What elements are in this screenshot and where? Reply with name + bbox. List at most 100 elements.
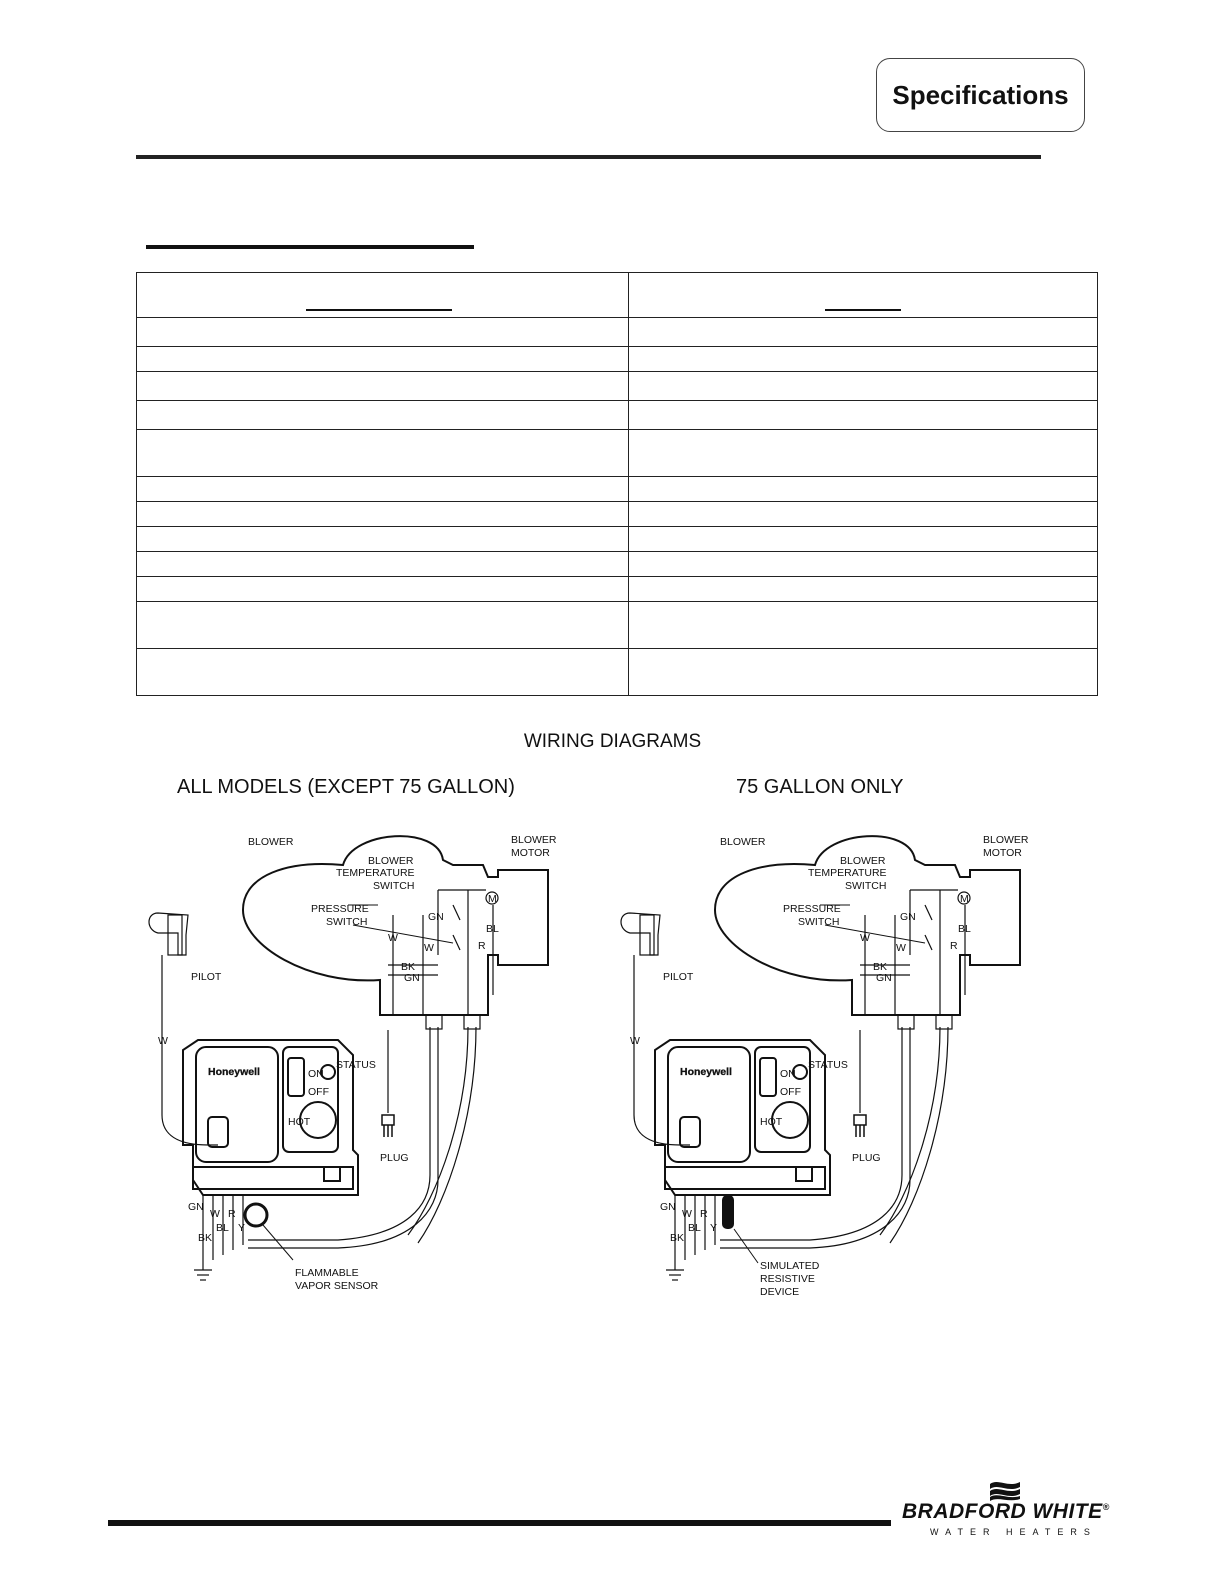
table-header-cell-right — [628, 272, 1098, 318]
wire-r-bottom: R — [228, 1208, 236, 1220]
off-label: OFF — [780, 1086, 801, 1098]
table-cell-value — [628, 346, 1098, 372]
wire-y-bottom: Y — [238, 1222, 245, 1234]
vapor-sensor-label-2: VAPOR SENSOR — [295, 1280, 379, 1292]
on-label: ON — [780, 1068, 796, 1080]
table-cell-value — [628, 648, 1098, 696]
bradford-white-logo: BRADFORD WHITE® WATER HEATERS — [902, 1478, 1112, 1542]
table-header-row — [136, 272, 1098, 318]
table-row — [136, 526, 1098, 552]
table-row — [136, 576, 1098, 602]
header-rule — [136, 155, 1041, 159]
status-label: STATUS — [336, 1059, 376, 1071]
wire-bl-bottom: BL — [688, 1222, 701, 1234]
wire-bl-top: BL — [958, 923, 971, 935]
hot-label: HOT — [288, 1116, 311, 1128]
wire-gn-mid: GN — [876, 972, 892, 984]
temp-switch-label-1: BLOWER — [840, 855, 886, 867]
on-label: ON — [308, 1068, 324, 1080]
wire-y-bottom: Y — [710, 1222, 717, 1234]
table-row — [136, 429, 1098, 477]
wire-gn-top: GN — [428, 911, 444, 923]
specifications-table — [136, 272, 1098, 696]
table-cell-spec — [136, 501, 629, 527]
wire-gn-mid: GN — [404, 972, 420, 984]
resistive-device-label-3: DEVICE — [760, 1286, 799, 1298]
wire-w-bottom: W — [210, 1208, 220, 1220]
blower-label: BLOWER — [248, 836, 294, 848]
table-cell-value — [628, 526, 1098, 552]
pilot-label: PILOT — [663, 971, 694, 983]
honeywell-label: Honeywell — [680, 1066, 732, 1078]
table-cell-value — [628, 576, 1098, 602]
wire-w-top: W — [388, 932, 398, 944]
table-cell-spec — [136, 371, 629, 401]
hot-label: HOT — [760, 1116, 783, 1128]
wire-bl-top: BL — [486, 923, 499, 935]
table-row — [136, 317, 1098, 347]
table-cell-spec — [136, 526, 629, 552]
wire-gn-bottom: GN — [660, 1201, 676, 1213]
table-row — [136, 371, 1098, 401]
table-row — [136, 346, 1098, 372]
wiring-diagrams-title: WIRING DIAGRAMS — [523, 731, 702, 752]
flag-icon — [990, 1482, 1020, 1501]
motor-symbol: M — [488, 893, 497, 905]
vapor-sensor-label-1: FLAMMABLE — [295, 1267, 359, 1279]
table-cell-spec — [136, 317, 629, 347]
table-row — [136, 648, 1098, 696]
table-cell-value — [628, 551, 1098, 577]
logo-registered-mark: ® — [1102, 1502, 1110, 1512]
wire-r-top: R — [478, 940, 486, 952]
wire-gn-top: GN — [900, 911, 916, 923]
wire-w-pilot: W — [158, 1035, 168, 1047]
table-cell-spec — [136, 346, 629, 372]
table-header-cell-left — [136, 272, 629, 318]
wire-bk-top: BK — [401, 961, 415, 973]
table-cell-spec — [136, 601, 629, 649]
wiring-diagram-all-models: BLOWER BLOWER MOTOR BLOWER TEMPERATURE S… — [148, 834, 557, 1292]
blower-motor-label-2: MOTOR — [511, 847, 550, 859]
wire-bl-bottom: BL — [216, 1222, 229, 1234]
plug-label: PLUG — [380, 1152, 409, 1164]
temp-switch-label-2: TEMPERATURE — [336, 867, 415, 879]
header-underline-left — [306, 309, 452, 311]
pressure-switch-label-1: PRESSURE — [783, 903, 841, 915]
wire-r-top: R — [950, 940, 958, 952]
table-row — [136, 476, 1098, 502]
logo-brand-name: BRADFORD WHITE — [902, 1500, 1103, 1523]
wire-w-bottom: W — [682, 1208, 692, 1220]
simulated-resistive-device-shape — [722, 1195, 734, 1229]
table-cell-value — [628, 601, 1098, 649]
blower-housing — [241, 835, 549, 1016]
gas-control-valve — [182, 1039, 359, 1196]
status-label: STATUS — [808, 1059, 848, 1071]
off-label: OFF — [308, 1086, 329, 1098]
blower-label: BLOWER — [720, 836, 766, 848]
temp-switch-label-3: SWITCH — [373, 880, 414, 892]
table-row — [136, 601, 1098, 649]
gas-control-valve — [654, 1039, 831, 1196]
table-cell-value — [628, 429, 1098, 477]
wire-w-top: W — [860, 932, 870, 944]
specifications-tab[interactable]: Specifications — [876, 58, 1085, 132]
table-cell-spec — [136, 476, 629, 502]
wire-w-mid: W — [424, 942, 434, 954]
blower-motor-label-1: BLOWER — [511, 834, 557, 846]
table-cell-spec — [136, 576, 629, 602]
table-cell-value — [628, 501, 1098, 527]
blower-motor-label-1: BLOWER — [983, 834, 1029, 846]
header-underline-right — [825, 309, 901, 311]
plug-label: PLUG — [852, 1152, 881, 1164]
resistive-device-label-1: SIMULATED — [760, 1260, 820, 1272]
table-cell-spec — [136, 400, 629, 430]
left-diagram-title: ALL MODELS (EXCEPT 75 GALLON) — [177, 776, 515, 798]
specifications-tab-label: Specifications — [892, 79, 1069, 110]
pressure-switch-label-2: SWITCH — [326, 916, 367, 928]
table-cell-spec — [136, 429, 629, 477]
section-heading-underline — [146, 245, 474, 249]
resistive-device-label-2: RESISTIVE — [760, 1273, 815, 1285]
table-row — [136, 501, 1098, 527]
pilot-label: PILOT — [191, 971, 222, 983]
temp-switch-label-1: BLOWER — [368, 855, 414, 867]
